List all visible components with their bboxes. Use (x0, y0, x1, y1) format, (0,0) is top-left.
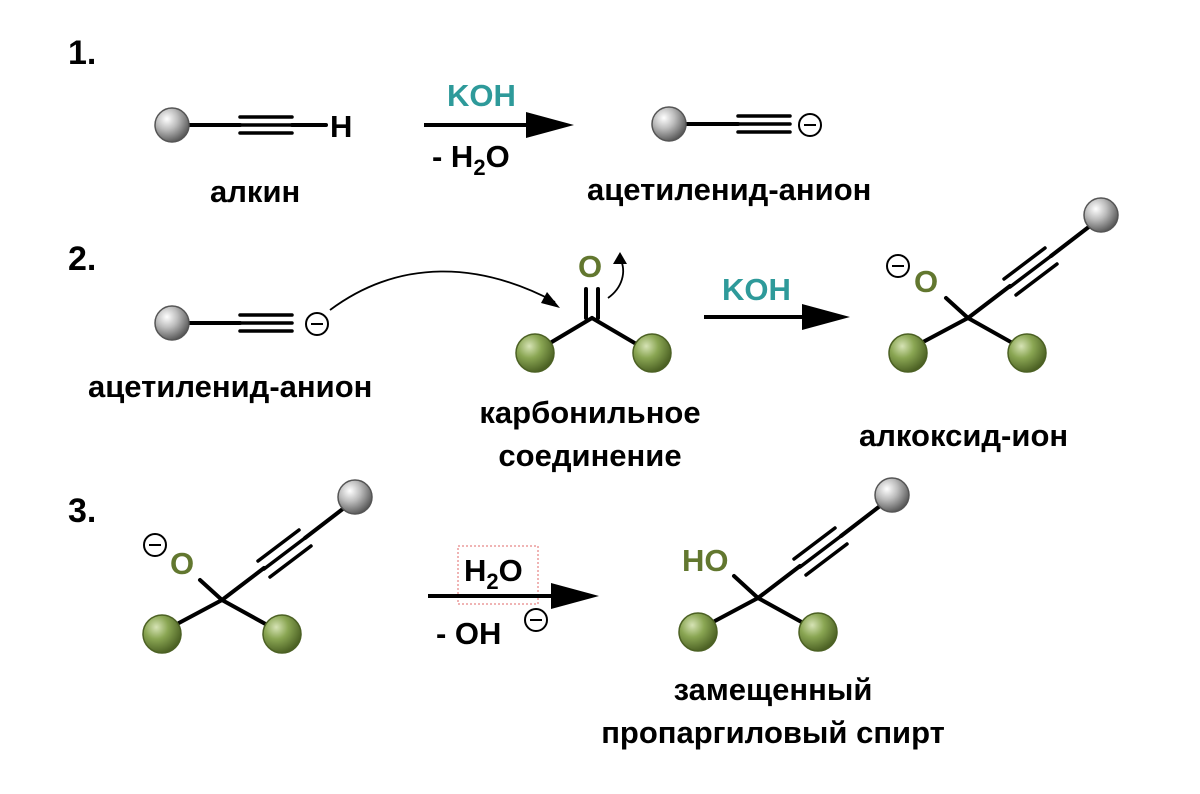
acetylide-anion-1 (651, 106, 822, 142)
oxygen-atom-alkoxide-reactant: O (170, 546, 194, 581)
alkyne-molecule: H (154, 107, 352, 144)
negative-charge-icon (305, 312, 329, 336)
alkoxide-ion: O (886, 197, 1119, 373)
substituent-sphere-icon (154, 305, 190, 341)
substituent-sphere-icon (632, 333, 672, 373)
propargyl-alcohol: HO (678, 477, 910, 652)
reaction-arrow-1 (424, 112, 574, 138)
oxygen-atom-alkoxide: O (914, 264, 938, 299)
label-acetylide-anion-1: ацетиленид-анион (587, 172, 871, 207)
highlight-box (457, 545, 539, 605)
substituent-sphere-icon (154, 107, 190, 143)
negative-charge-icon (524, 608, 548, 632)
label-product-line2: пропаргиловый спирт (601, 715, 945, 750)
label-acetylide-anion-2: ацетиленид-анион (88, 369, 372, 404)
step-number-1: 1. (68, 34, 96, 72)
substituent-sphere-icon (651, 106, 687, 142)
substituent-sphere-icon (888, 333, 928, 373)
negative-charge-icon (886, 254, 910, 278)
arrow-head-icon (613, 252, 627, 264)
substituent-sphere-icon (515, 333, 555, 373)
substituent-sphere-icon (874, 477, 910, 513)
arrow-head-icon (526, 112, 574, 138)
negative-charge-icon (798, 113, 822, 137)
arrow-head-icon (541, 292, 560, 308)
alkoxide-ion-reactant: O (142, 479, 373, 654)
substituent-sphere-icon (262, 614, 302, 654)
substituent-sphere-icon (1007, 333, 1047, 373)
hydroxyl-group: HO (682, 543, 729, 578)
step-number-2: 2. (68, 240, 96, 278)
reagent-minus-hydroxide: - OH (436, 616, 501, 651)
label-carbonyl-line1: карбонильное (479, 395, 700, 430)
substituent-sphere-icon (142, 614, 182, 654)
label-carbonyl-line2: соединение (498, 438, 681, 473)
reaction-arrow-3 (428, 583, 599, 609)
hydrogen-atom: H (330, 109, 352, 144)
reagent-minus-water: - H2O (432, 139, 510, 180)
substituent-sphere-icon (337, 479, 373, 515)
arrow-head-icon (551, 583, 599, 609)
label-product-line1: замещенный (674, 672, 873, 707)
arrow-head-icon (802, 304, 850, 330)
substituent-sphere-icon (1083, 197, 1119, 233)
oxygen-atom-carbonyl: O (578, 249, 602, 284)
reagent-koh-1: KOH (447, 78, 516, 113)
acetylide-anion-2 (154, 305, 329, 341)
curved-attack-arrow (329, 270, 556, 311)
substituent-sphere-icon (678, 612, 718, 652)
label-alkoxide-ion: алкоксид-ион (859, 418, 1068, 453)
negative-charge-icon (143, 533, 167, 557)
reaction-arrow-2 (704, 304, 850, 330)
carbonyl-compound: O (515, 249, 672, 373)
label-alkyne: алкин (210, 174, 300, 209)
substituent-sphere-icon (798, 612, 838, 652)
reagent-koh-2: KOH (722, 272, 791, 307)
step-number-3: 3. (68, 492, 96, 530)
reagent-water: H2O (464, 553, 523, 594)
